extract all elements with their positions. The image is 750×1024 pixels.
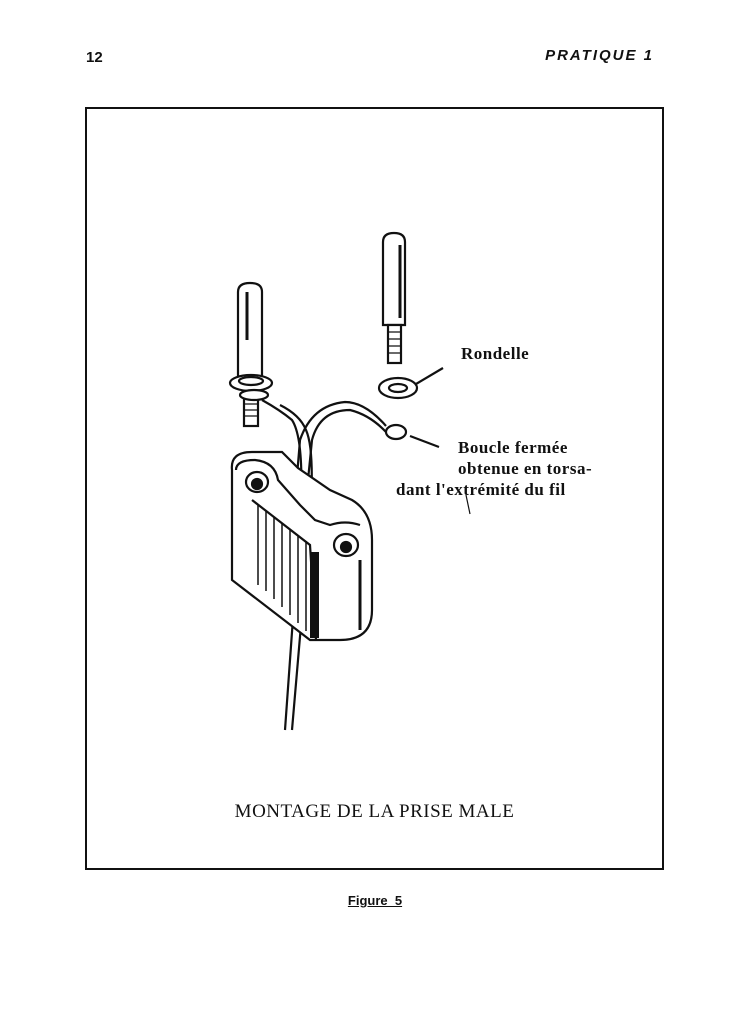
right-pin — [381, 231, 407, 365]
running-head: PRATIQUE 1 — [545, 47, 654, 64]
pen-mark — [465, 494, 471, 515]
wire-loop — [384, 423, 440, 449]
plug-body — [230, 450, 374, 642]
label-loop-line3: dant l'extrémité du fil — [396, 480, 566, 499]
label-loop-line1: Boucle fermée — [458, 438, 568, 457]
page-number: 12 — [86, 49, 103, 66]
figure-number: Figure_5 — [347, 893, 403, 908]
figure-caption: MONTAGE DE LA PRISE MALE — [234, 801, 515, 822]
label-loop-line2: obtenue en torsa- — [458, 459, 593, 478]
label-washer: Rondelle — [461, 344, 530, 363]
left-pin — [228, 281, 274, 428]
washer-rondelle — [377, 367, 444, 400]
figure-frame — [85, 107, 664, 870]
